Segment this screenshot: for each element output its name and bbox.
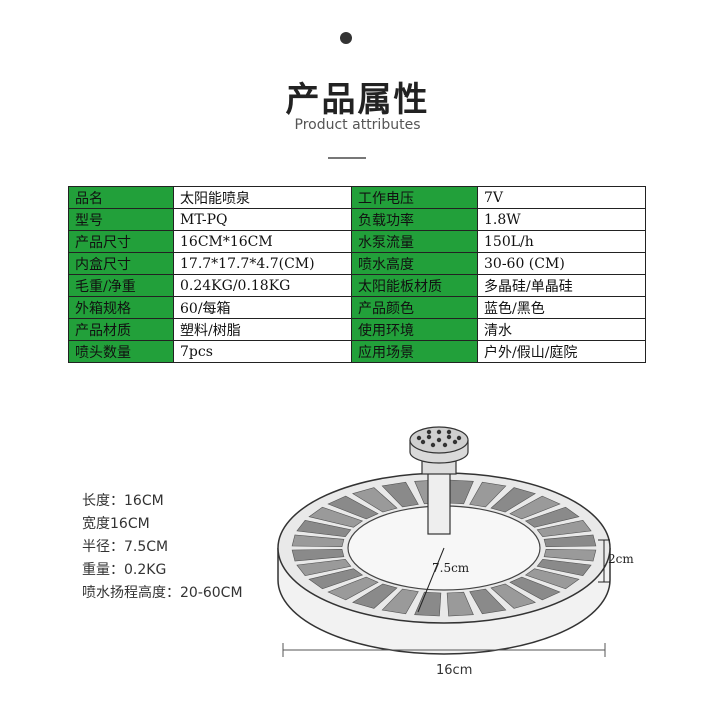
attribute-value: 7V [477, 186, 646, 209]
solar-panel-segment [327, 495, 379, 520]
solar-panel-segment [469, 588, 507, 615]
solar-panel-segment [352, 487, 398, 513]
attribute-value: 塑料/树脂 [173, 318, 352, 341]
attribute-value: 17.7*17.7*4.7(CM) [173, 252, 352, 275]
solar-panel-segment [327, 576, 379, 601]
attribute-value: 多晶硅/单晶硅 [477, 274, 646, 297]
solar-panel-segment [543, 534, 597, 548]
solar-panel-segment [509, 495, 561, 520]
nozzle-holes [416, 429, 462, 448]
spec-list: 长度：16CM 宽度16CM 半径：7.5CM 重量：0.2KG 喷水扬程高度：… [82, 490, 243, 605]
solar-panel-segment [490, 583, 536, 609]
spec-width: 宽度16CM [82, 516, 150, 532]
solar-panel-segment [536, 519, 592, 538]
attribute-value: 7pcs [173, 340, 352, 363]
solar-panel-segment [469, 481, 507, 508]
nozzle-hole [456, 435, 462, 441]
title-divider [328, 157, 366, 159]
solar-panel-segment [490, 487, 536, 513]
attribute-value: 蓝色/黑色 [477, 296, 646, 319]
attribute-label: 喷头数量 [68, 340, 174, 363]
solar-panel-segment [524, 506, 580, 528]
attribute-label: 内盒尺寸 [68, 252, 174, 275]
page-title: 产品属性 [285, 80, 430, 120]
nozzle-hole [420, 439, 426, 445]
attribute-label: 负载功率 [351, 208, 478, 231]
radius-line [417, 547, 445, 613]
attribute-value: 1.8W [477, 208, 646, 231]
nozzle-hole [446, 434, 452, 440]
solar-panel-segment [308, 506, 364, 528]
solar-panel-segment [414, 591, 442, 617]
width-label: 16cm [436, 663, 472, 678]
attribute-value: 16CM*16CM [173, 230, 352, 253]
solar-panel-segment [296, 519, 352, 538]
solar-panel-segment [296, 558, 352, 577]
solar-panel-segment [524, 568, 580, 590]
solar-panel-segment [291, 548, 345, 562]
spec-length: 长度：16CM [82, 493, 164, 509]
spec-spray-height: 喷水扬程高度：20-60CM [82, 585, 243, 601]
solar-panel-segment [446, 591, 474, 617]
page-subtitle: Product attributes [294, 117, 421, 133]
attribute-value: 150L/h [477, 230, 646, 253]
nozzle-hole [442, 442, 448, 448]
attribute-value: 0.24KG/0.18KG [173, 274, 352, 297]
pump-stem [427, 469, 451, 535]
attribute-value: 太阳能喷泉 [173, 186, 352, 209]
attribute-label: 毛重/净重 [68, 274, 174, 297]
solar-panel-ring [291, 479, 597, 617]
solar-panel-segment [308, 568, 364, 590]
radius-label: 7.5cm [432, 561, 470, 575]
solar-panel-segment [381, 481, 419, 508]
attribute-label: 型号 [68, 208, 174, 231]
attribute-label: 应用场景 [351, 340, 478, 363]
nozzle-hole [436, 429, 442, 435]
attribute-label: 使用环境 [351, 318, 478, 341]
nozzle-hole [430, 442, 436, 448]
decorative-dot [340, 32, 352, 44]
attribute-value: 户外/假山/庭院 [477, 340, 646, 363]
nozzle-hole [436, 437, 442, 443]
solar-panel-segment [352, 583, 398, 609]
solar-panel-segment [509, 576, 561, 601]
attribute-label: 品名 [68, 186, 174, 209]
solar-panel-segment [291, 534, 345, 548]
solar-panel-segment [381, 588, 419, 615]
solar-panel-segment [536, 558, 592, 577]
solar-panel-segment [543, 548, 597, 562]
nozzle-hole [452, 439, 458, 445]
spec-weight: 重量：0.2KG [82, 562, 167, 578]
nozzle-hole [426, 429, 432, 435]
attribute-row: 产品材质塑料/树脂使用环境清水 [68, 318, 646, 341]
nozzle-hole [416, 435, 422, 441]
nozzle-hole [426, 434, 432, 440]
nozzle-hole [446, 429, 452, 435]
attribute-label: 外箱规格 [68, 296, 174, 319]
attribute-label: 产品材质 [68, 318, 174, 341]
height-label: 2cm [608, 552, 634, 566]
spec-radius: 半径：7.5CM [82, 539, 169, 555]
